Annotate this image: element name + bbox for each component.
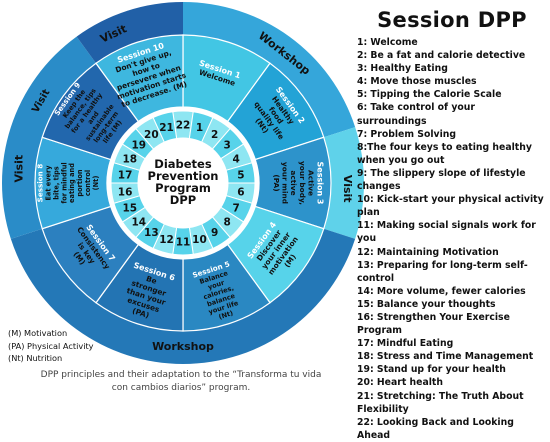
session-number: 1 [196,122,203,134]
session-number: 5 [237,170,244,182]
session-number: 15 [122,202,137,214]
center-circle [138,138,228,228]
session-list-item: 9: The slippery slope of lifestyle [357,167,526,179]
session-list-item: control [357,272,395,284]
outer-ring [1,2,364,365]
legend-physical-activity: (PA) Physical Activity [8,340,94,351]
outer-band [1,36,97,239]
center-line-2: Prevention [148,169,219,183]
session-number: 2 [211,129,218,141]
figure-caption: DPP principles and their adaptation to t… [40,370,322,393]
session-list-item: 18: Stress and Time Management [357,351,534,363]
ring-label: Workshop [152,340,214,353]
session-number: 16 [118,186,133,198]
segment-line: your mind [280,162,289,204]
outer-band [323,127,364,239]
segment-line: bite, tips [52,166,60,200]
session-list-item: plan [357,207,380,219]
segment-line: active [289,170,298,195]
session-list-panel: Session DPP 1: Welcome 2: Be a fat and ca… [357,8,547,442]
segment-line: eating and [68,163,76,203]
session-list-item: 19: Stand up for your health [357,364,506,376]
session-list-item: 10: Kick-start your physical activity [357,194,544,206]
segment-line: Be [145,274,158,286]
session-number: 19 [131,140,146,152]
session-number: 14 [131,216,146,228]
session-list-item: 15: Balance your thoughts [357,298,496,310]
outer-band [76,2,183,64]
segment-line: Eat every [44,165,52,201]
segment-line: for mindful [60,162,68,203]
session-number: 22 [176,120,191,132]
session-list-item: when you go out [357,154,445,166]
legend: (M) Motivation (PA) Physical Activity (N… [8,327,94,365]
session-list-item: 1: Welcome [357,37,418,48]
segment-line: Active [307,170,316,196]
session-number: 13 [144,227,159,239]
session-number: 7 [233,202,240,214]
session-number: 21 [159,122,174,134]
session-number: 17 [118,170,133,182]
legend-motivation: (M) Motivation [8,328,68,338]
ring-label: Visit [13,155,26,183]
legend-nutrition: (Nt) Nutrition [8,353,63,363]
segment-line: (Nt) [92,176,100,191]
session-list-item: 16: Strengthen Your Exercise Program [357,311,510,337]
segment-session-label: Session 3 [315,162,324,205]
session-number: 10 [192,234,207,246]
outer-band [10,228,356,365]
session-number: 8 [224,216,231,228]
session-list-item: 11: Making social signals work for you [357,220,536,245]
session-list-item: 22: Looking Back and Looking Ahead [357,416,514,441]
center-line-4: DPP [170,193,196,207]
outer-band [183,2,356,138]
session-list-item: 3: Healthy Eating [357,63,448,75]
session-list: 1: Welcome 2: Be a fat and calorie detect… [357,36,547,442]
session-list-item: 17: Mindful Eating [357,338,454,350]
session-list-item: 6: Take control of your surroundings [357,102,475,127]
session-segments [34,34,332,332]
session-number: 20 [144,129,159,141]
session-number: 9 [211,227,218,239]
session-list-item: 12: Maintaining Motivation [357,246,499,258]
session-list-item: Flexibility [357,403,409,415]
session-number: 11 [176,237,191,249]
session-list-title: Session DPP [377,8,527,32]
segment-session-label: Session 8 [36,164,45,203]
center-title: Diabetes Prevention Program DPP [148,157,219,207]
segment-line: control [84,170,92,196]
session-number: 18 [122,154,137,166]
segment-line: portion [76,169,84,196]
session-list-item: 7: Problem Solving [357,128,457,140]
center-line-1: Diabetes [154,157,212,171]
session-number: 12 [159,234,174,246]
segment-line: your body, [298,161,307,205]
session-list-item: 21: Stretching: The Truth About [357,390,524,402]
session-list-item: 4: Move those muscles [357,76,477,88]
session-list-item: 8:The four keys to eating healthy [357,141,532,153]
session-list-item: 5: Tipping the Calorie Scale [357,89,502,101]
session-number: 4 [233,154,240,166]
ring-label: Visit [341,175,354,203]
session-list-item: 20: Heart health [357,377,443,389]
session-number: 3 [224,140,231,152]
center-line-3: Program [155,181,211,195]
session-list-item: 13: Preparing for long-term self- [357,259,528,271]
session-list-item: 14: More volume, fewer calories [357,285,526,297]
segment-line: (PA) [272,174,281,191]
session-number: 6 [237,186,244,198]
session-list-item: changes [357,181,401,193]
session-list-item: 2: Be a fat and calorie detective [357,50,526,62]
